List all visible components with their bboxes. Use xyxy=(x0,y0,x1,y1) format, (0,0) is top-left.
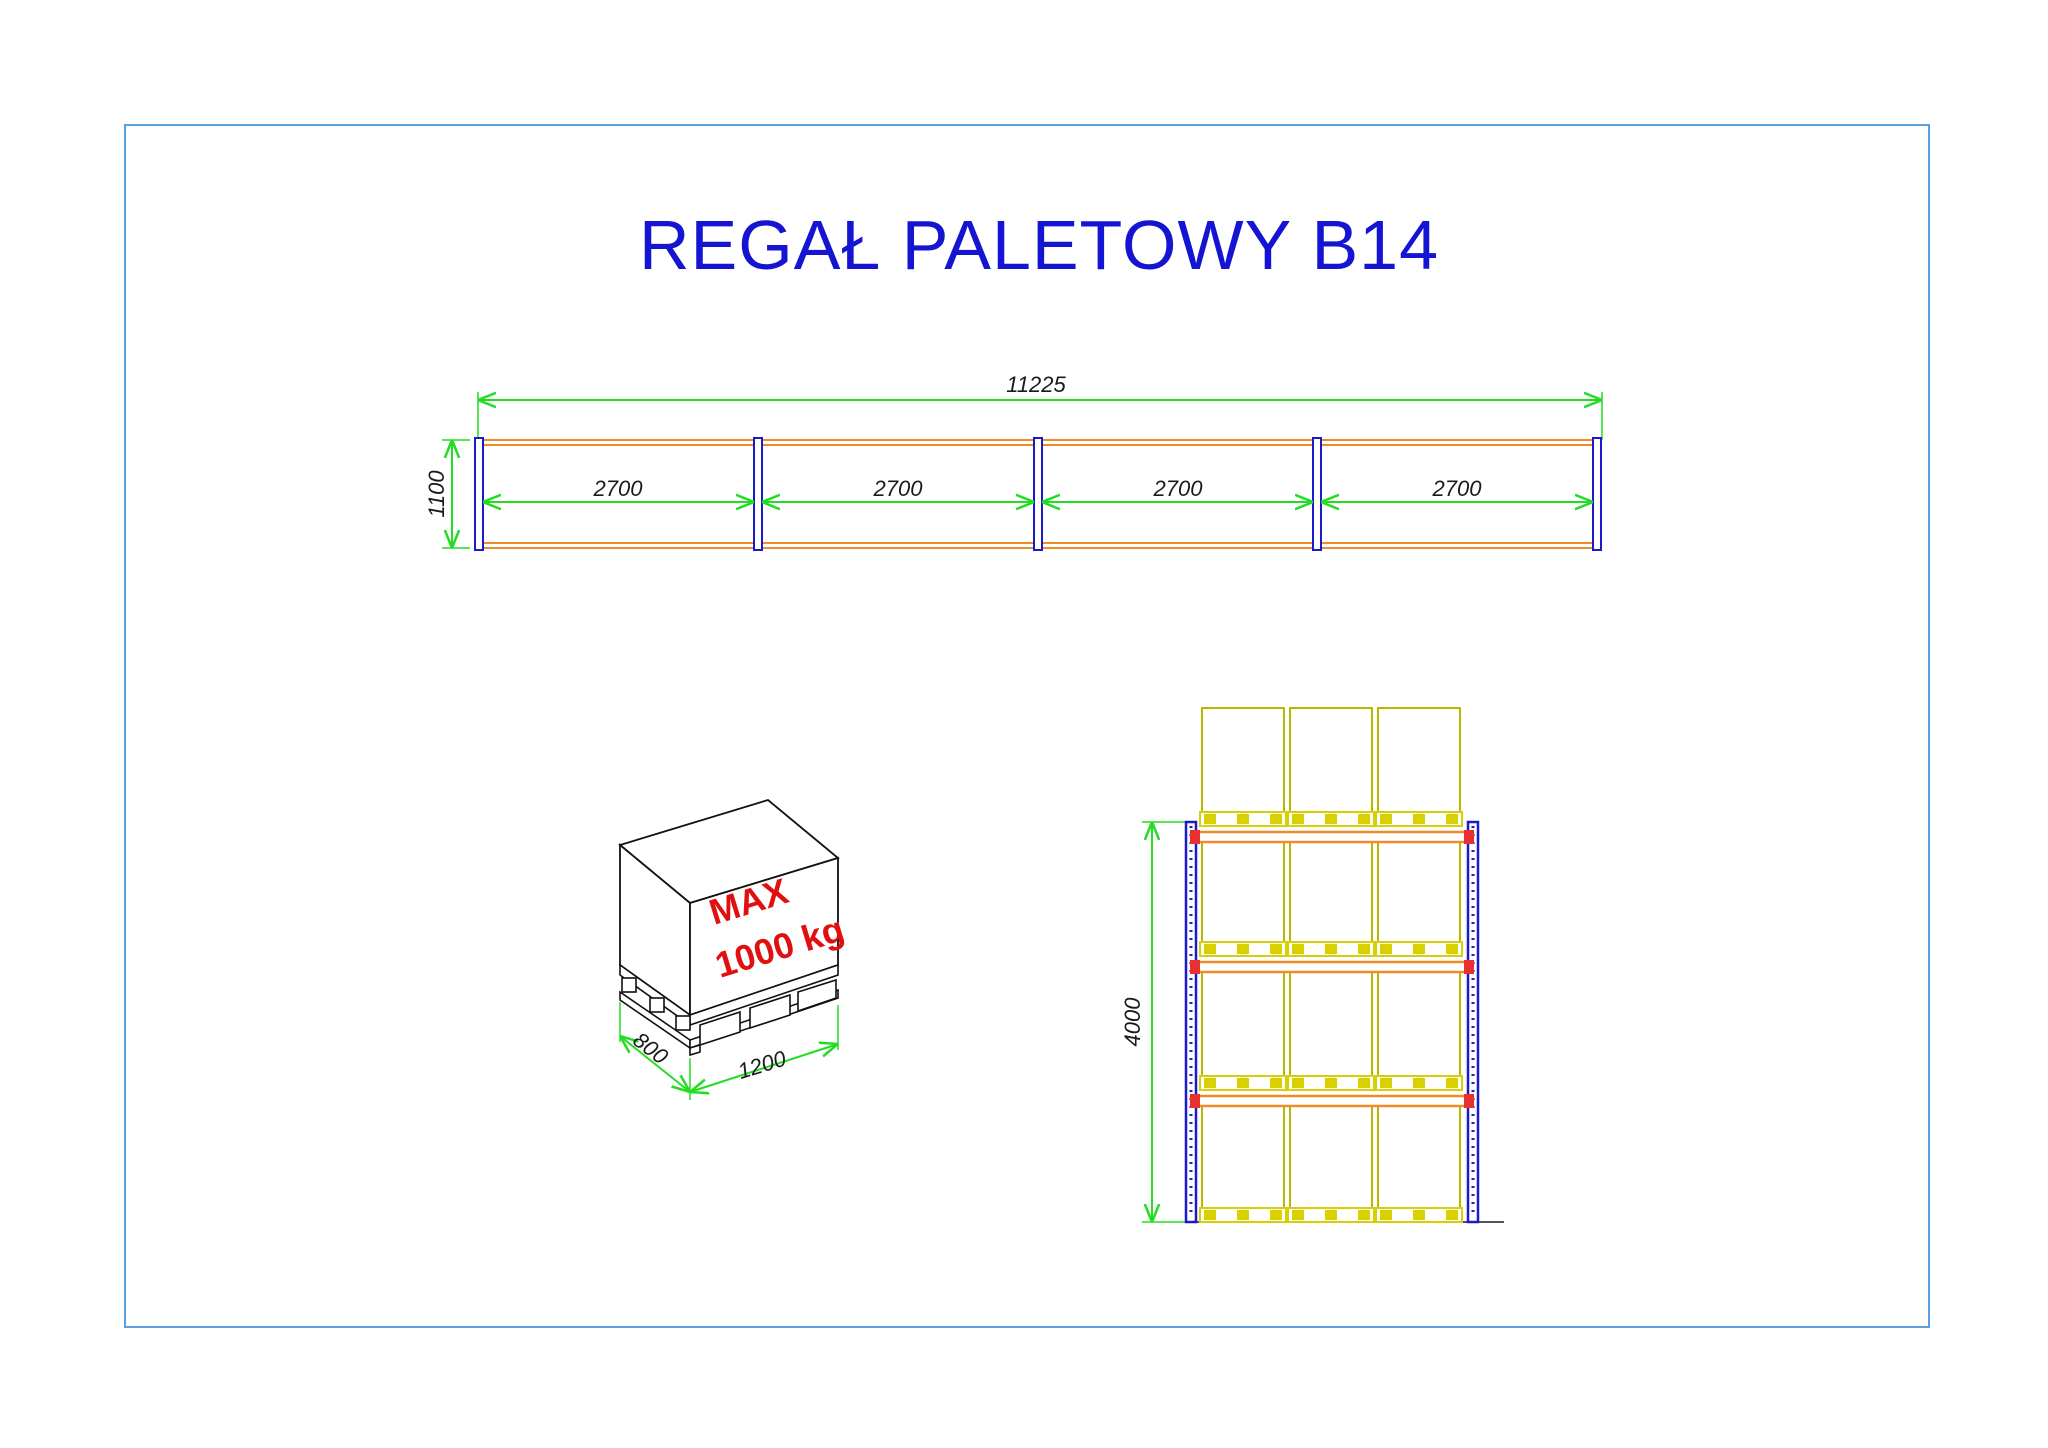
height-label: 4000 xyxy=(1120,997,1145,1047)
rack-pallet xyxy=(1199,971,1287,1091)
front-uprights xyxy=(1184,820,1480,1224)
pallet-depth-label: 800 xyxy=(628,1027,673,1070)
rack-pallet xyxy=(1375,707,1463,827)
bay-3-width: 2700 xyxy=(1153,476,1204,501)
rack-pallet xyxy=(1199,837,1287,957)
depth-dimension: 1100 xyxy=(424,439,470,549)
top-uprights xyxy=(474,437,1602,551)
top-view: 11225 1100 2700 2700 xyxy=(424,372,1603,551)
rack-beam xyxy=(1190,960,1474,974)
rack-pallet xyxy=(1375,1103,1463,1223)
pallet-grid xyxy=(1199,707,1463,1223)
rack-beam xyxy=(1190,830,1474,844)
pallet-isometric: MAX 1000 kg 1200 800 xyxy=(620,798,849,1100)
front-beams xyxy=(1190,830,1474,1108)
bay-2-width: 2700 xyxy=(873,476,924,501)
bay-dimensions: 2700 2700 2700 2700 xyxy=(483,476,1593,502)
rack-pallet xyxy=(1375,971,1463,1091)
rack-pallet xyxy=(1287,971,1375,1091)
rack-pallet xyxy=(1287,1103,1375,1223)
rack-pallet xyxy=(1375,837,1463,957)
drawing-title: REGAŁ PALETOWY B14 xyxy=(639,206,1439,284)
pallet-width-label: 1200 xyxy=(735,1045,790,1083)
length-dimension: 11225 xyxy=(477,372,1603,440)
length-label: 11225 xyxy=(1006,372,1066,397)
bay-4-width: 2700 xyxy=(1432,476,1483,501)
bay-1-width: 2700 xyxy=(593,476,644,501)
height-dimension: 4000 xyxy=(1120,821,1190,1223)
rack-beam xyxy=(1190,1094,1474,1108)
front-view: 4000 xyxy=(1120,707,1504,1224)
rack-pallet xyxy=(1199,707,1287,827)
depth-label: 1100 xyxy=(424,470,449,518)
rack-pallet xyxy=(1287,837,1375,957)
rack-pallet xyxy=(1287,707,1375,827)
drawing-frame xyxy=(124,124,1930,1328)
rack-pallet xyxy=(1199,1103,1287,1223)
